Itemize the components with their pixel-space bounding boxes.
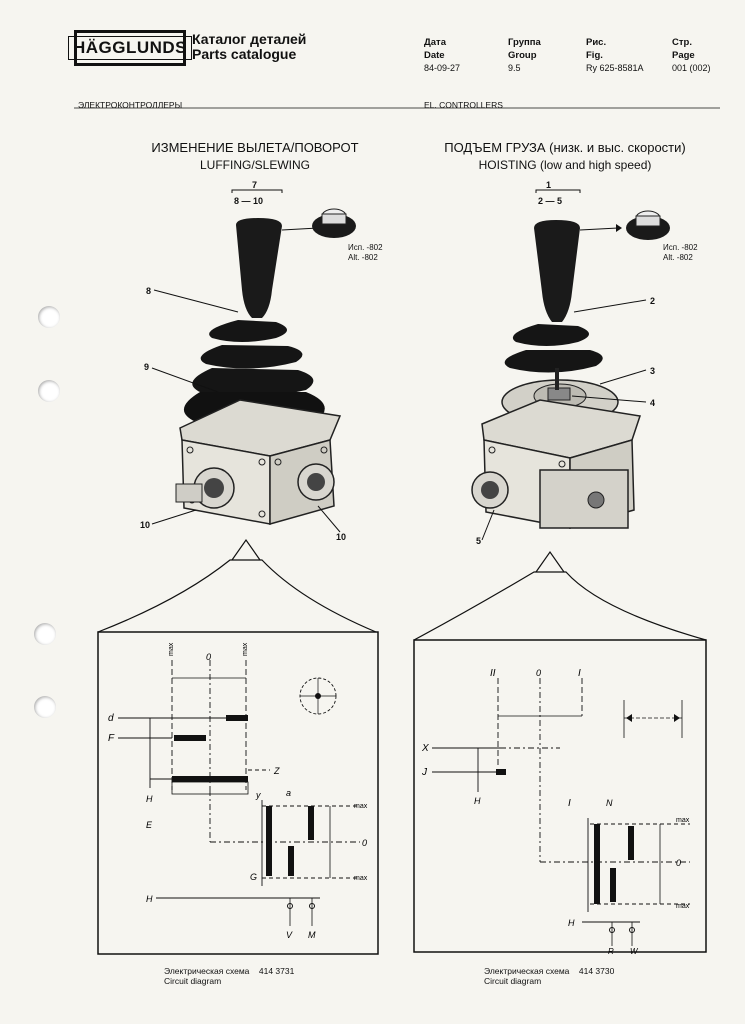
- diagram-letter: M: [308, 930, 316, 940]
- right-diagram-number: 414 3730: [578, 966, 615, 976]
- diagram-letter: max: [676, 817, 690, 824]
- left-bracket: [231, 189, 283, 193]
- diagram-letter: W: [630, 947, 639, 956]
- diagram-letter: J: [421, 767, 428, 778]
- binder-hole: [38, 380, 60, 402]
- fig-value: Ry 625-8581A: [586, 63, 644, 73]
- binder-hole: [34, 623, 56, 645]
- left-caption-ru: ИЗМЕНЕНИЕ ВЫЛЕТА/ПОВОРОТ: [151, 140, 359, 155]
- callout-10-right: 10: [336, 532, 347, 542]
- date-value: 84-09-27: [424, 63, 461, 73]
- fig-column: Рис.Fig. Ry 625-8581A: [586, 37, 644, 73]
- left-diagram-label: Электрическая схема 414 3731 Circuit dia…: [164, 966, 295, 986]
- diagram-letter: y: [255, 790, 261, 800]
- left-joystick-drawing: [151, 208, 356, 533]
- diagram-letter: V: [286, 930, 293, 940]
- diagram-letter: 0: [536, 668, 541, 678]
- section-label-en: EL. CONTROLLERS: [424, 100, 503, 110]
- diagram-letter: F: [108, 733, 115, 744]
- diagram-letter: 0: [676, 858, 681, 868]
- diagram-letter: G: [250, 872, 257, 882]
- left-diagram-number: 414 3731: [258, 966, 295, 976]
- diagram-letter: max: [676, 903, 690, 910]
- catalogue-title: Каталог деталей Parts catalogue: [192, 32, 306, 62]
- callout-4: 4: [650, 398, 656, 408]
- diagram-letter: max: [168, 642, 175, 656]
- callout-8: 8: [146, 286, 152, 296]
- company-logo: HÄGGLUNDS: [67, 30, 193, 66]
- right-diagram-label: Электрическая схема 414 3730 Circuit dia…: [484, 966, 615, 986]
- diagram-letter: E: [146, 820, 153, 830]
- page-column: Стр.Page 001 (002): [672, 37, 711, 73]
- diagram-letter: d: [108, 713, 114, 724]
- diagram-letter: I: [578, 668, 581, 679]
- right-caption-ru: ПОДЪЕМ ГРУЗА (низк. и выс. скорости): [444, 140, 686, 155]
- diagram-letter: H: [146, 894, 153, 904]
- title-ru: Каталог деталей: [192, 31, 307, 47]
- diagram-letter: a: [286, 788, 291, 798]
- diagram-letter: 0: [206, 652, 211, 662]
- diagram-letter: I: [568, 798, 571, 809]
- left-item-range: 8 — 10: [234, 196, 264, 206]
- diagram-letter: max: [354, 803, 368, 810]
- diagram-letter: H: [568, 918, 575, 928]
- diagram-letter: N: [606, 798, 613, 808]
- callout-3: 3: [650, 366, 656, 376]
- group-value: 9.5: [508, 63, 521, 73]
- page-value: 001 (002): [672, 63, 711, 73]
- left-item-top: 7: [252, 180, 258, 190]
- diagram-letter: Z: [273, 766, 280, 776]
- left-caption-en: LUFFING/SLEWING: [199, 158, 310, 172]
- diagram-letter: H: [146, 794, 153, 804]
- right-item-range: 2 — 5: [538, 196, 563, 206]
- title-en: Parts catalogue: [192, 46, 297, 62]
- callout-10-left: 10: [140, 520, 151, 530]
- diagram-letter: 0: [362, 838, 367, 848]
- callout-5: 5: [476, 536, 482, 546]
- callout-9: 9: [144, 362, 150, 372]
- right-bracket: [535, 189, 581, 193]
- diagram-letter: R: [608, 947, 614, 956]
- right-caption-en: HOISTING (low and high speed): [478, 158, 652, 172]
- callout-2: 2: [650, 296, 656, 306]
- right-item-top: 1: [546, 180, 552, 190]
- diagram-letter: max: [242, 642, 249, 656]
- binder-hole: [34, 696, 56, 718]
- right-joystick-drawing: [471, 210, 670, 541]
- diagram-letter: max: [354, 875, 368, 882]
- binder-hole: [38, 306, 60, 328]
- diagram-letter: X: [421, 743, 429, 754]
- diagram-letter: II: [490, 668, 496, 679]
- diagram-letter: H: [474, 796, 481, 806]
- right-circuit-panel: II 0 I X J H I N max 0 max H R W: [413, 550, 707, 956]
- section-label-ru: ЭЛЕКТРОКОНТРОЛЛЕРЫ: [78, 100, 183, 110]
- left-circuit-panel: max 0 max d F Z H y E a max 0 max G H V …: [97, 538, 379, 955]
